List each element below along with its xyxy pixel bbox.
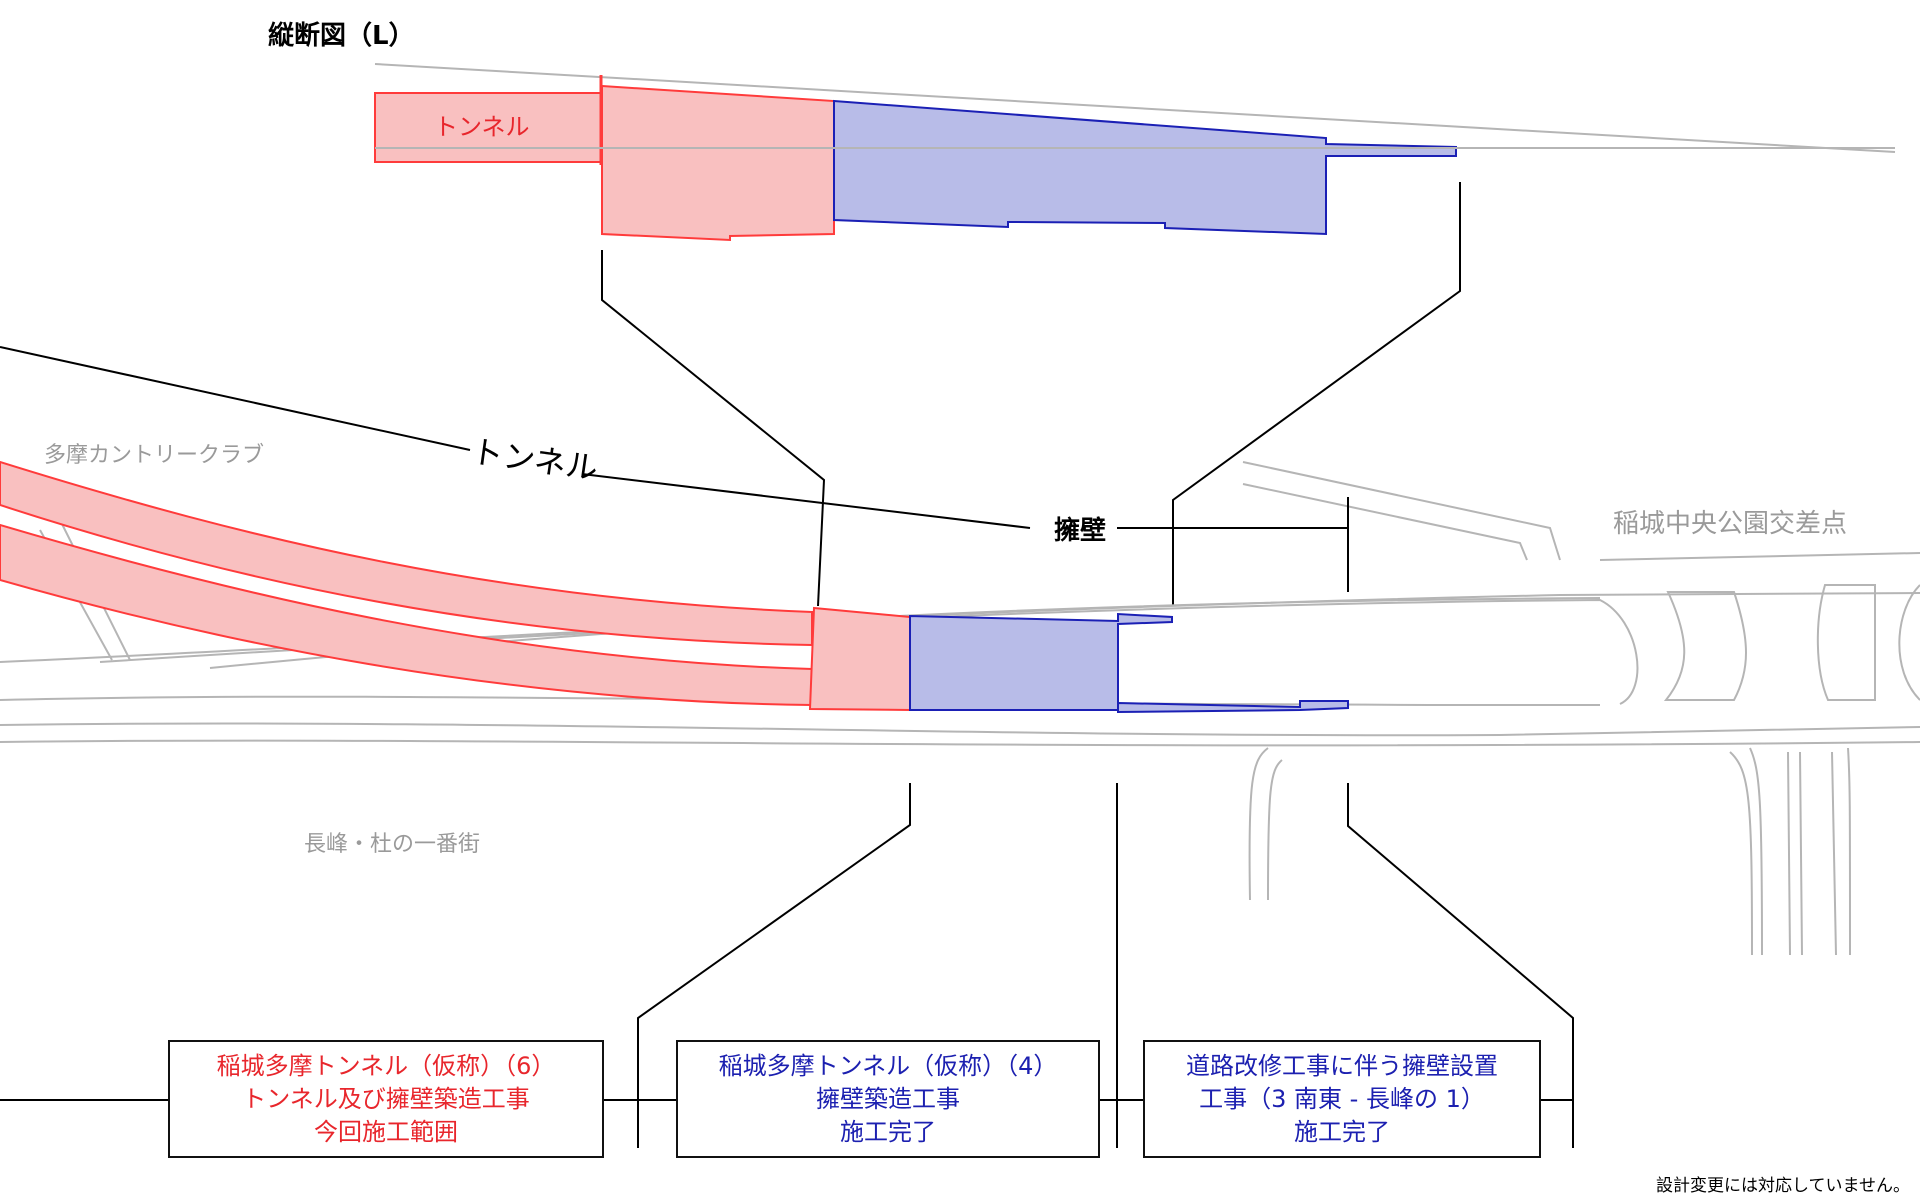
work-box-blue-1-line-2: 擁壁築造工事 (816, 1084, 960, 1113)
road-south-branch-1 (1248, 747, 1283, 901)
retaining-wall-label: 擁壁 (1054, 515, 1106, 546)
plan-retaining-blue-upper (909, 612, 1173, 711)
plan-tunnel-upper (0, 460, 813, 647)
work-box-red-line-1: 稲城多摩トンネル（仮称）（6） (216, 1051, 556, 1080)
work-box-blue-2-line-2: 工事（3 南東 - 長峰の 1） (1199, 1084, 1485, 1113)
place-residential: 長峰・杜の一番街 (304, 832, 480, 857)
leader-right (1172, 182, 1461, 605)
tunnel-label-plan: トンネル (469, 432, 600, 487)
intersection-island-1 (1663, 591, 1747, 701)
leader-left (601, 250, 826, 607)
work-box-blue-2-line-1: 道路改修工事に伴う擁壁設置 (1186, 1051, 1498, 1080)
work-box-red-line-2: トンネル及び擁壁築造工事 (242, 1084, 530, 1113)
leader-box2 (637, 783, 911, 1148)
plan-retaining-red (808, 606, 911, 712)
road-south-edge (0, 722, 1920, 737)
place-country-club: 多摩カントリークラブ (44, 443, 264, 468)
work-box-blue-2-line-3: 施工完了 (1294, 1117, 1390, 1146)
road-ne-branch (1242, 461, 1561, 561)
intersection-island-2 (1816, 584, 1876, 701)
work-box-red: 稲城多摩トンネル（仮称）（6） トンネル及び擁壁築造工事 今回施工範囲 (168, 1040, 604, 1158)
road-east-north (1599, 552, 1920, 561)
profile-title: 縦断図（L） (268, 20, 415, 51)
profile-tunnel-label: トンネル (434, 113, 530, 141)
leader-box3-right (1347, 783, 1574, 1148)
place-intersection: 稲城中央公園交差点 (1613, 509, 1847, 539)
work-box-blue-1: 稲城多摩トンネル（仮称）（4） 擁壁築造工事 施工完了 (676, 1040, 1100, 1158)
profile-ground-line (374, 63, 1896, 153)
work-box-blue-1-line-1: 稲城多摩トンネル（仮称）（4） (718, 1051, 1058, 1080)
profile-retaining-red (601, 84, 835, 242)
plan-retaining-blue-lower (1117, 700, 1349, 714)
design-change-note: 設計変更には対応していません。 (1656, 1176, 1910, 1196)
tunnel-label-leader-2 (581, 473, 1031, 529)
work-box-blue-2: 道路改修工事に伴う擁壁設置 工事（3 南東 - 長峰の 1） 施工完了 (1143, 1040, 1541, 1158)
intersection-island-3 (1898, 584, 1920, 701)
road-south-branch-2 (1729, 747, 1851, 956)
tunnel-label-leader (0, 346, 471, 451)
profile-retaining-blue (833, 99, 1457, 236)
road-south-inner (0, 739, 1920, 747)
work-box-blue-1-line-3: 施工完了 (840, 1117, 936, 1146)
work-box-red-line-3: 今回施工範囲 (314, 1117, 458, 1146)
